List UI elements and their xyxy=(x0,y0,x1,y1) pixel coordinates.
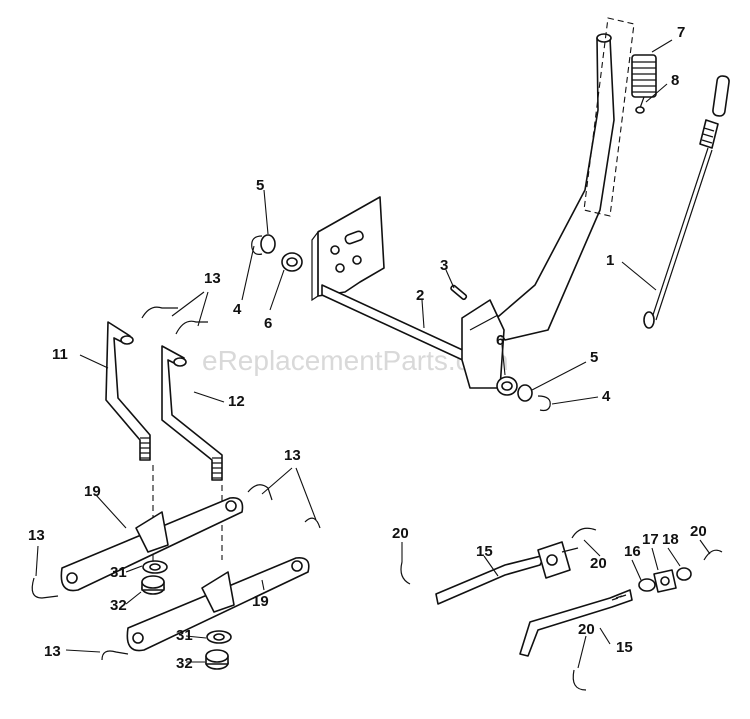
lift-handle xyxy=(491,33,615,341)
pin xyxy=(450,284,468,301)
callout-4: 4 xyxy=(602,388,611,405)
lift-rod xyxy=(643,75,730,329)
hairpin-clip-arm-b xyxy=(304,517,321,529)
lift-link-12 xyxy=(161,345,223,481)
callout-13: 13 xyxy=(204,270,221,287)
callout-13: 13 xyxy=(284,447,301,464)
trunnion xyxy=(537,541,579,579)
callout-15: 15 xyxy=(476,543,493,560)
pedal-plate xyxy=(311,196,385,302)
clip-4-right xyxy=(537,395,551,412)
washer-31-lower xyxy=(206,630,232,644)
callout-32: 32 xyxy=(176,655,193,672)
nut-18 xyxy=(676,567,692,581)
clip-4-left xyxy=(251,235,263,255)
callout-19: 19 xyxy=(84,483,101,500)
callout-labels: 7 8 1 5 4 6 3 2 6 5 4 13 11 12 13 19 13 … xyxy=(28,24,707,672)
callout-31: 31 xyxy=(176,627,193,644)
hairpin-clip-arm-c xyxy=(31,577,59,599)
block-17 xyxy=(653,569,677,593)
callout-16: 16 xyxy=(624,543,641,560)
callout-1: 1 xyxy=(606,252,614,269)
handle-guide-dashed xyxy=(583,17,635,217)
callout-17: 17 xyxy=(642,531,659,548)
callout-20: 20 xyxy=(578,621,595,638)
callout-20: 20 xyxy=(590,555,607,572)
callout-2: 2 xyxy=(416,287,424,304)
hairpin-clip-arm-a xyxy=(247,484,273,501)
nut-32-lower xyxy=(205,649,229,670)
lift-arm-upper xyxy=(60,496,244,592)
hairpin-clip-20-c xyxy=(703,549,723,561)
hairpin-clip-20-a xyxy=(400,561,411,585)
washer-31-upper xyxy=(142,560,168,574)
hairpin-clip-20-d xyxy=(572,669,587,691)
hairpin-clip-20-b xyxy=(571,527,597,539)
callout-5: 5 xyxy=(256,177,264,194)
hairpin-clip-arm-d xyxy=(101,650,129,661)
bushing-6-left xyxy=(281,252,303,272)
leader-lines xyxy=(35,39,711,669)
lift-arm-lower xyxy=(126,556,310,652)
nut-32-upper xyxy=(141,575,165,595)
ferrule-16 xyxy=(638,578,656,592)
callout-4: 4 xyxy=(233,301,242,318)
callout-7: 7 xyxy=(677,24,685,41)
callout-13: 13 xyxy=(28,527,45,544)
clip xyxy=(635,106,645,114)
bushing-6-right xyxy=(496,376,518,396)
callout-8: 8 xyxy=(671,72,679,89)
callout-20: 20 xyxy=(392,525,409,542)
washer-5-right xyxy=(517,384,533,402)
callout-11: 11 xyxy=(52,346,68,363)
callout-32: 32 xyxy=(110,597,127,614)
callout-31: 31 xyxy=(110,564,127,581)
callout-13: 13 xyxy=(44,643,61,660)
callout-20: 20 xyxy=(690,523,707,540)
callout-12: 12 xyxy=(228,393,245,410)
washer-5-left xyxy=(260,234,276,254)
adjuster-rod-upper xyxy=(435,554,546,605)
callout-3: 3 xyxy=(440,257,448,274)
hairpin-clip-top-b xyxy=(175,320,208,335)
callout-19: 19 xyxy=(252,593,269,610)
callout-5: 5 xyxy=(590,349,598,366)
callout-6: 6 xyxy=(264,315,272,332)
callout-6: 6 xyxy=(496,332,504,349)
hairpin-clip-top-a xyxy=(141,306,178,319)
lift-link-11 xyxy=(105,321,151,461)
adjuster-rod-lower xyxy=(519,589,633,657)
callout-15: 15 xyxy=(616,639,633,656)
callout-18: 18 xyxy=(662,531,679,548)
spring xyxy=(631,54,657,109)
